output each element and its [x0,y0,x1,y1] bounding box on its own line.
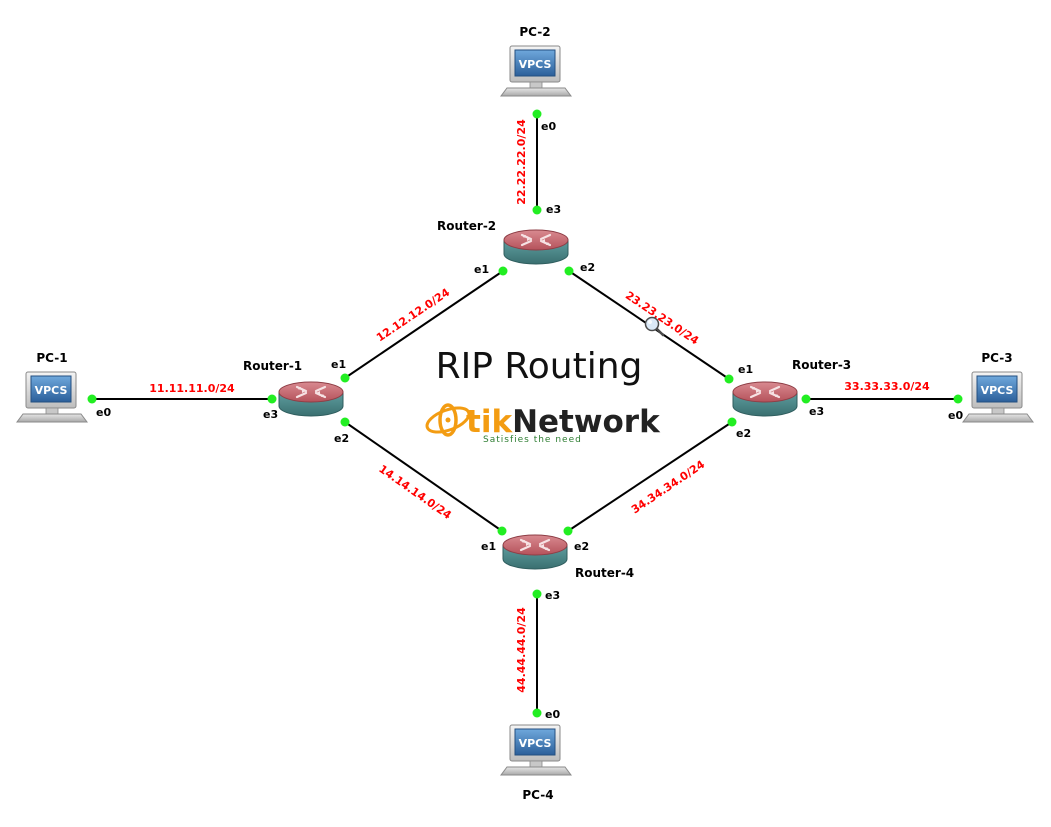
logo-tagline: Satisfies the need [483,435,582,445]
router-3-label: Router-3 [792,358,851,372]
link-router1-router2[interactable] [344,270,504,379]
port-dot-r2-e2[interactable] [564,266,574,276]
port-dot-r2-e3[interactable] [532,205,542,215]
router-1-label: Router-1 [243,359,302,373]
vpcs-screen-label: VPCS [519,737,552,750]
network-label-pc2-r2: 22.22.22.0/24 [515,119,528,205]
port-dot-pc4-e0[interactable] [532,708,542,718]
port-dot-r4-e2[interactable] [563,526,573,536]
router-4-label: Router-4 [575,566,634,580]
port-label-r3-e2: e2 [736,427,751,440]
port-label-r1-e1: e1 [331,358,346,371]
vpcs-screen-label: VPCS [35,384,68,397]
router-1[interactable] [277,380,345,418]
port-dots [87,109,963,718]
diagram-title: RIP Routing [436,346,643,387]
network-label-r1-r2: 12.12.12.0/24 [374,286,452,345]
network-label-r3-r4: 34.34.34.0/24 [629,458,707,517]
link-router1-router4[interactable] [344,421,503,532]
monitor-icon [500,45,572,97]
port-dot-pc2-e0[interactable] [532,109,542,119]
pc-3[interactable]: VPCS [962,371,1034,423]
brand-logo: tikNetwork Satisfies the need [425,403,661,445]
router-icon [277,380,345,418]
link-router3-router4[interactable] [567,421,733,532]
vpcs-screen-label: VPCS [519,58,552,71]
port-label-r1-e3: e3 [263,408,278,421]
router-icon [501,533,569,571]
network-label-pc3-r3: 33.33.33.0/24 [844,380,930,393]
network-label-pc4-r4: 44.44.44.0/24 [515,607,528,693]
port-label-r2-e2: e2 [580,261,595,274]
port-dot-pc3-e0[interactable] [953,394,963,404]
port-dot-r1-e2[interactable] [340,417,350,427]
router-icon [502,228,570,266]
vpcs-screen-label: VPCS [981,384,1014,397]
router-4[interactable] [501,533,569,571]
pc-4-label: PC-4 [522,788,553,802]
port-label-r2-e1: e1 [474,263,489,276]
port-dot-r4-e3[interactable] [532,589,542,599]
router-3[interactable] [731,380,799,418]
port-dot-r1-e1[interactable] [340,373,350,383]
pc-2[interactable]: VPCS [500,45,572,97]
port-label-pc4-e0: e0 [545,708,560,721]
port-dot-pc1-e0[interactable] [87,394,97,404]
port-dot-r3-e1[interactable] [724,374,734,384]
pc-2-label: PC-2 [519,25,550,39]
logo-wordmark: tikNetwork [466,404,661,440]
network-label-pc1-r1: 11.11.11.0/24 [149,382,235,395]
logo-swirl-icon [425,403,471,437]
port-dot-r4-e1[interactable] [497,526,507,536]
port-label-r4-e1: e1 [481,540,496,553]
port-label-pc3-e0: e0 [948,409,963,422]
pc-1-label: PC-1 [36,351,67,365]
router-2[interactable] [502,228,570,266]
port-dot-r3-e2[interactable] [727,417,737,427]
port-label-pc1-e0: e0 [96,406,111,419]
pc-1[interactable]: VPCS [16,371,88,423]
network-label-r2-r3: 23.23.23.0/24 [623,289,701,348]
port-label-r1-e2: e2 [334,432,349,445]
pc-4[interactable]: VPCS [500,724,572,776]
router-2-label: Router-2 [437,219,496,233]
magnifier-icon [644,316,665,337]
port-label-r4-e2: e2 [574,540,589,553]
logo-brand-prefix: tik [466,404,513,440]
port-label-r2-e3: e3 [546,203,561,216]
monitor-icon [16,371,88,423]
monitor-icon [500,724,572,776]
port-dot-r1-e3[interactable] [267,394,277,404]
port-label-r4-e3: e3 [545,589,560,602]
port-label-r3-e1: e1 [738,363,753,376]
logo-brand-suffix: Network [512,404,661,440]
port-dot-r3-e3[interactable] [801,394,811,404]
router-icon [731,380,799,418]
port-dot-r2-e1[interactable] [498,266,508,276]
pc-3-label: PC-3 [981,351,1012,365]
port-label-r3-e3: e3 [809,405,824,418]
monitor-icon [962,371,1034,423]
port-label-pc2-e0: e0 [541,120,556,133]
